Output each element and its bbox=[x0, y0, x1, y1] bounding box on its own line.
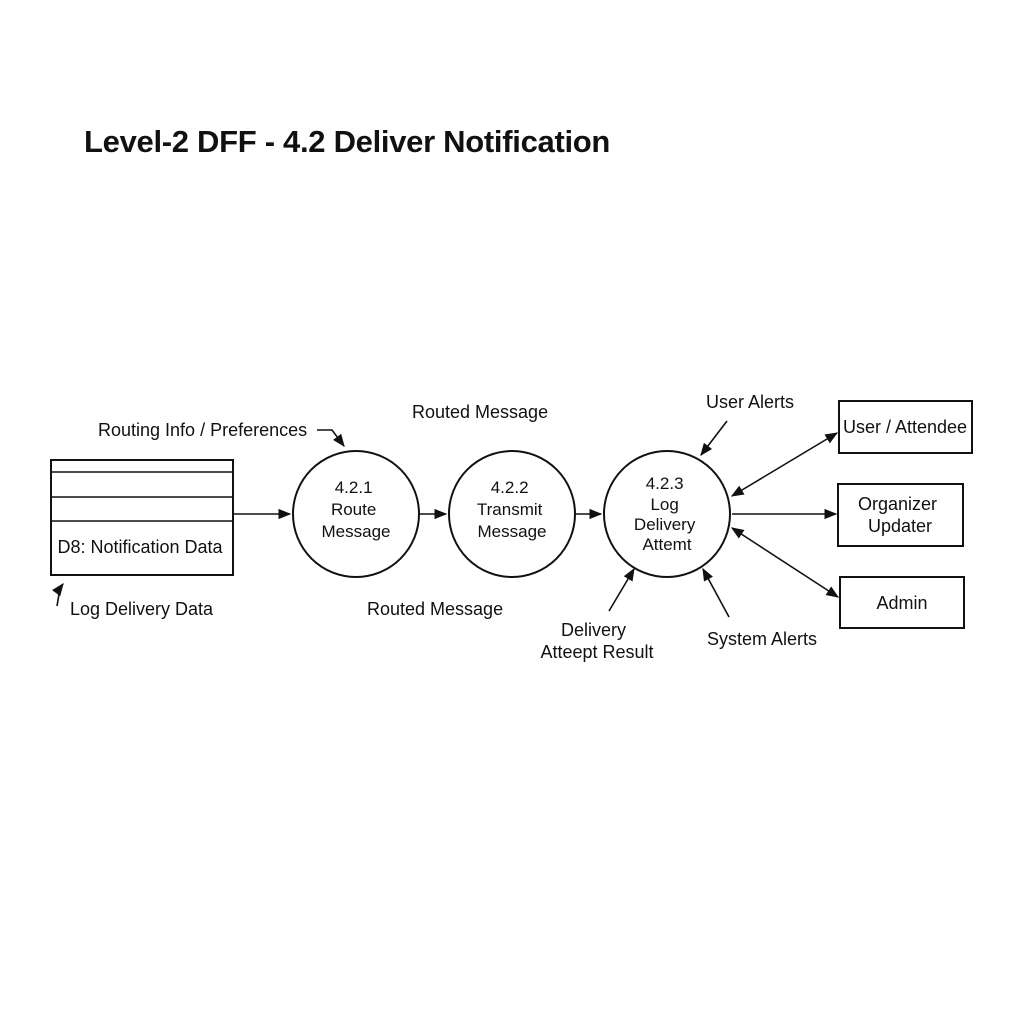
data-store-d8[interactable]: D8: Notification Data bbox=[50, 459, 234, 576]
entity-organizer-updater[interactable]: Organizer Updater bbox=[837, 483, 964, 547]
label-routed-message-bottom: Routed Message bbox=[367, 599, 503, 619]
pointer-routing-info bbox=[317, 429, 345, 448]
entity-user-attendee-label: User / Attendee bbox=[843, 417, 967, 437]
process-route-message-label: 4.2.1 Route Message bbox=[322, 478, 391, 541]
process-transmit-message-label: 4.2.2 Transmit Message bbox=[477, 478, 547, 541]
pointer-user-alerts bbox=[700, 420, 728, 457]
label-system-alerts: System Alerts bbox=[707, 629, 817, 649]
entity-organizer-updater-label: Organizer Updater bbox=[858, 494, 942, 536]
label-delivery-attempt-result: Delivery Atteept Result bbox=[540, 620, 653, 662]
process-log-delivery-attempt-label: 4.2.3 Log Delivery Attemt bbox=[634, 474, 700, 554]
flow-log-to-user bbox=[730, 432, 839, 497]
entity-user-attendee[interactable]: User / Attendee bbox=[838, 400, 973, 454]
pointer-system-alerts bbox=[702, 567, 730, 618]
diagram-title: Level-2 DFF - 4.2 Deliver Notification bbox=[84, 124, 611, 159]
pointer-delivery-result bbox=[608, 567, 635, 612]
flow-log-to-admin bbox=[730, 527, 840, 598]
label-routed-message-top: Routed Message bbox=[412, 402, 548, 422]
pointer-log-delivery-data bbox=[51, 582, 64, 607]
entity-admin[interactable]: Admin bbox=[839, 576, 965, 629]
entity-admin-label: Admin bbox=[876, 593, 927, 613]
label-routing-info: Routing Info / Preferences bbox=[98, 420, 307, 440]
process-route-message[interactable]: 4.2.1 Route Message bbox=[292, 450, 420, 578]
process-log-delivery-attempt[interactable]: 4.2.3 Log Delivery Attemt bbox=[603, 450, 731, 578]
data-store-label: D8: Notification Data bbox=[57, 537, 223, 557]
process-transmit-message[interactable]: 4.2.2 Transmit Message bbox=[448, 450, 576, 578]
label-user-alerts: User Alerts bbox=[706, 392, 794, 412]
label-log-delivery-data: Log Delivery Data bbox=[70, 599, 214, 619]
